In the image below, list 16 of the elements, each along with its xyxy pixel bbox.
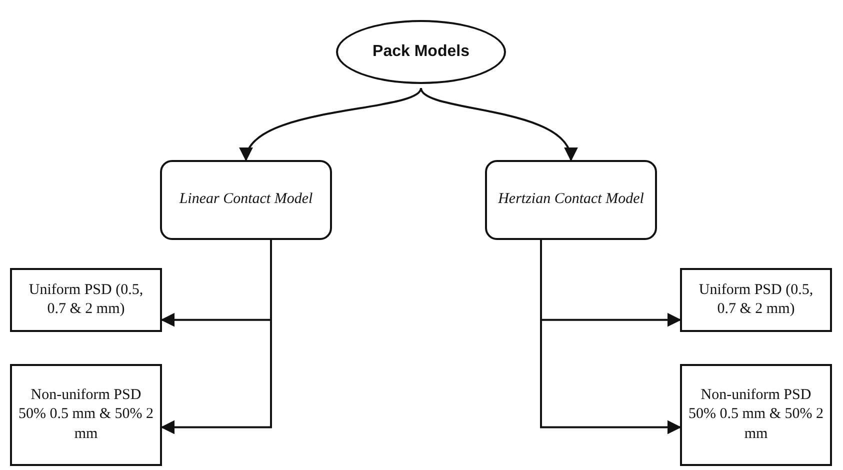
process-box	[10, 364, 162, 466]
process-box	[160, 160, 332, 240]
arrow	[160, 240, 272, 434]
process-box	[10, 268, 162, 332]
node-label: Uniform PSD (0.5, 0.7 & 2 mm)	[698, 280, 814, 319]
process-box	[680, 268, 832, 332]
node-label: Uniform PSD (0.5, 0.7 & 2 mm)	[28, 280, 144, 319]
arrow	[420, 88, 575, 162]
node-label: Non-uniform PSD 50% 0.5 mm & 50% 2 mm	[18, 386, 154, 444]
node-label: Linear Contact Model	[178, 190, 314, 210]
arrow	[540, 240, 682, 434]
node-label: Pack Models	[372, 42, 470, 62]
process-box	[680, 364, 832, 466]
node-label: Hertzian Contact Model	[497, 190, 645, 210]
node-label: Non-uniform PSD 50% 0.5 mm & 50% 2 mm	[688, 386, 824, 444]
process-box	[485, 160, 657, 240]
